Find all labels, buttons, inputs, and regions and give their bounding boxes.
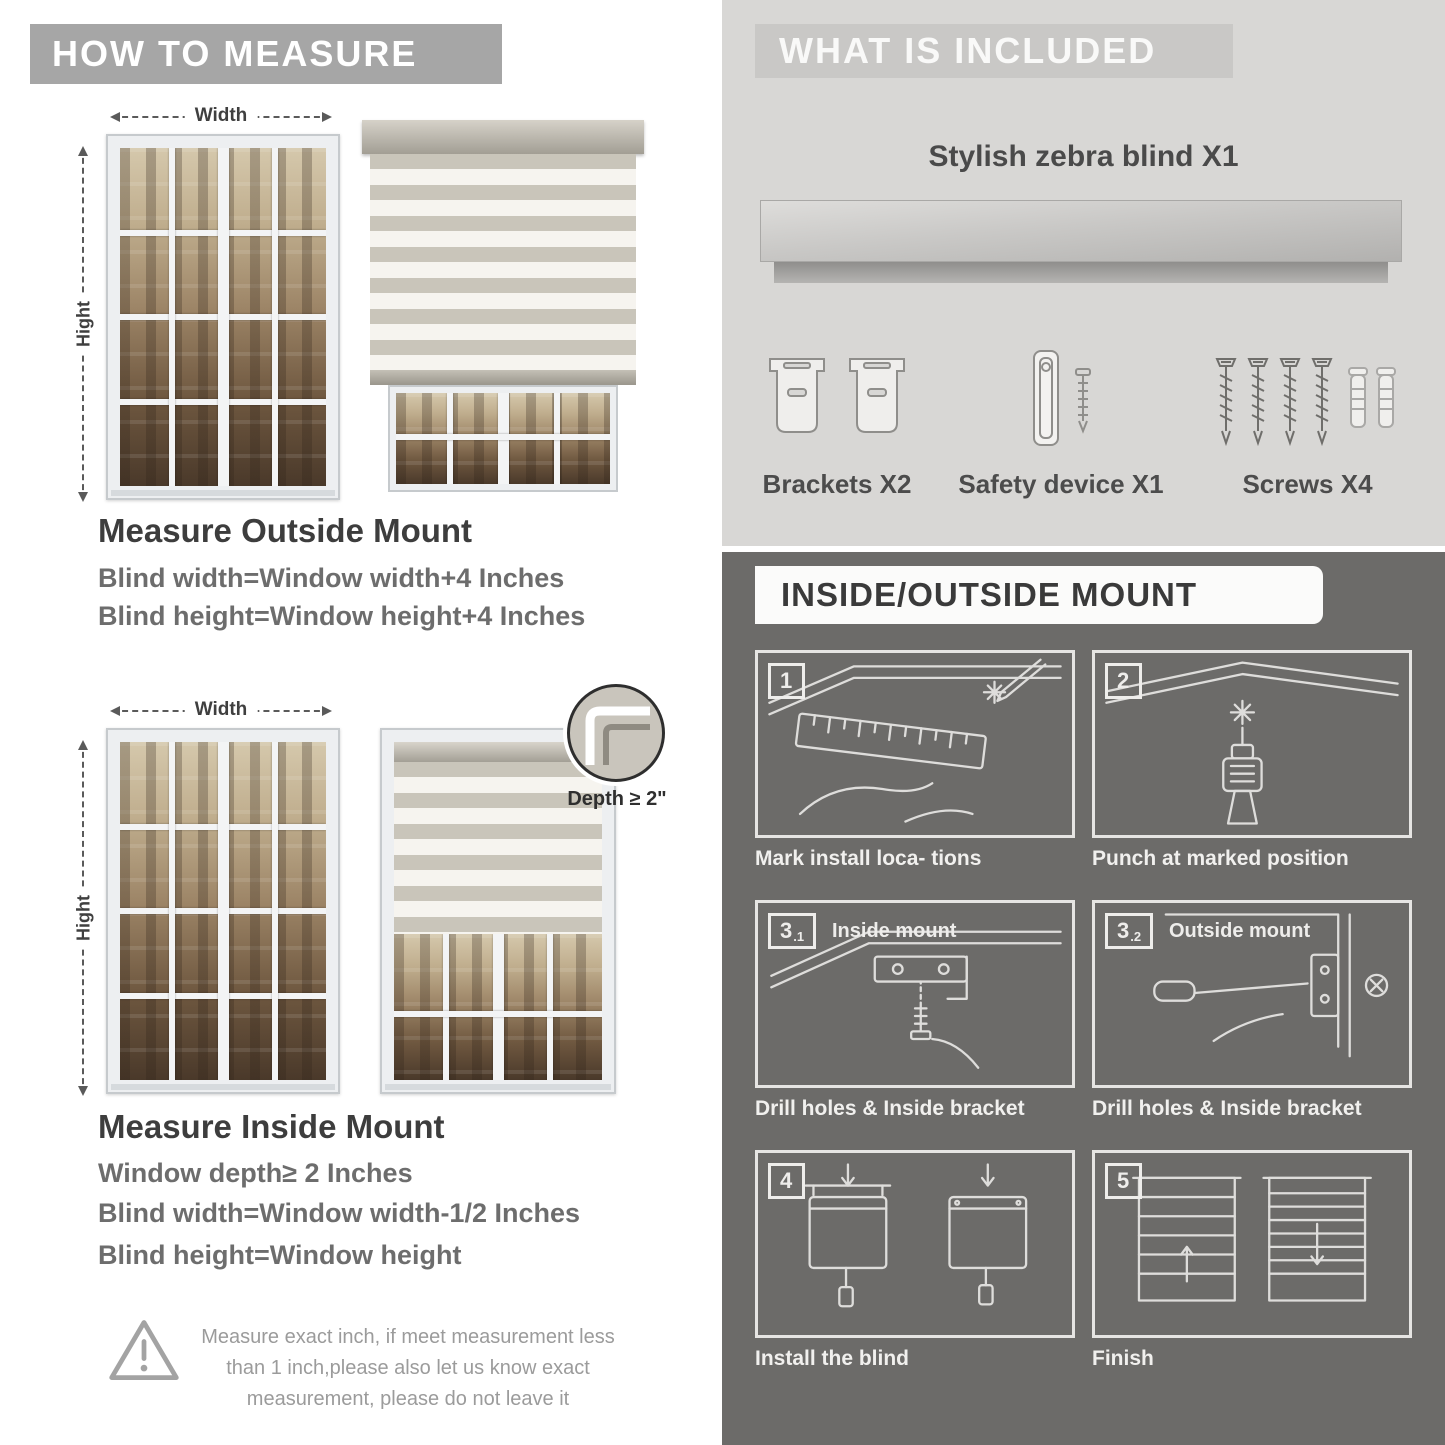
- window-photo: [120, 148, 326, 486]
- inside-formula-width: Blind width=Window width-1/2 Inches: [98, 1198, 581, 1228]
- step-3-2-panel: 3.2 Outside mount: [1092, 900, 1412, 1088]
- inside-formula-depth: Window depth≥ 2 Inches: [98, 1158, 413, 1188]
- zebra-stripes: [394, 762, 602, 934]
- safety-device-item: Safety device X1: [958, 330, 1164, 500]
- step-number: 2: [1105, 663, 1143, 700]
- what-is-included-title: WHAT IS INCLUDED: [779, 30, 1157, 71]
- step-1-panel: 1: [755, 650, 1075, 838]
- what-is-included-banner: WHAT IS INCLUDED: [755, 24, 1233, 78]
- screws-icon: [1215, 358, 1396, 447]
- safety-device-label: Safety device X1: [958, 469, 1164, 499]
- step-4: 4 Install the blind: [755, 1150, 1075, 1378]
- step-number: 3.2: [1105, 913, 1154, 950]
- step-number: 4: [768, 1163, 806, 1200]
- step-1: 1 Mark install loca- tions: [755, 650, 1075, 878]
- what-is-included-section: WHAT IS INCLUDED Stylish zebra blind X1 …: [722, 0, 1445, 546]
- mount-steps-grid: 1 Mark install loca- tions: [755, 650, 1412, 1378]
- outside-formula-height: Blind height=Window height+4 Inches: [98, 601, 586, 631]
- outside-formula-width: Blind width=Window width+4 Inches: [98, 563, 565, 593]
- how-to-measure-banner: HOW TO MEASURE: [30, 24, 502, 84]
- window-under-blind: [394, 934, 602, 1080]
- depth-label: Depth ≥ 2": [567, 788, 667, 810]
- blind-headrail: [362, 120, 644, 154]
- window-illustration: [106, 134, 340, 500]
- width-arrow: Width: [110, 105, 332, 127]
- width-label: Width: [184, 699, 258, 721]
- width-label: Width: [184, 105, 258, 127]
- headrail-illustration: [760, 200, 1402, 262]
- height-arrow: Hight: [73, 146, 95, 502]
- step-5: 5 Finish: [1092, 1150, 1412, 1378]
- step-number: 3.1: [768, 913, 817, 950]
- finished-blinds-illustration: [1132, 1176, 1372, 1302]
- step-1-caption: Mark install loca- tions: [755, 847, 982, 870]
- step-5-caption: Finish: [1092, 1347, 1154, 1370]
- inside-formula-height: Blind height=Window height: [98, 1240, 462, 1270]
- mark-locations-illustration: [768, 658, 1062, 823]
- step-number: 1: [768, 663, 806, 700]
- height-label: Hight: [73, 887, 95, 949]
- depth-corner-zoom-icon: [585, 706, 650, 765]
- warning-icon: [109, 1320, 179, 1380]
- included-items: Brackets X2 Safety device X1: [762, 330, 1405, 500]
- blind-headrail: [394, 742, 602, 762]
- step-3-2: 3.2 Outside mount Drill holes & Inside b…: [1092, 900, 1412, 1128]
- inside-blind-illustration: [380, 728, 616, 1094]
- step-4-panel: 4: [755, 1150, 1075, 1338]
- outside-blind-illustration: [362, 120, 644, 492]
- mount-banner: INSIDE/OUTSIDE MOUNT: [755, 566, 1323, 624]
- height-label: Hight: [73, 293, 95, 355]
- zebra-stripes: [370, 154, 636, 370]
- install-blind-illustration: [804, 1163, 1028, 1308]
- height-arrow: Hight: [73, 740, 95, 1096]
- step-2: 2 Punch at marked position: [1092, 650, 1412, 878]
- step-3-1-panel: 3.1 Inside mount: [755, 900, 1075, 1088]
- screws-label: Screws X4: [1242, 469, 1373, 499]
- step-number: 5: [1105, 1163, 1143, 1200]
- step-3-1-caption: Drill holes & Inside bracket: [755, 1097, 1025, 1120]
- mount-instructions-section: INSIDE/OUTSIDE MOUNT: [722, 552, 1445, 1445]
- step-3-1: 3.1 Inside mount Drill holes & Inside br…: [755, 900, 1075, 1128]
- inside-bracket-illustration: [770, 930, 1062, 1069]
- inside-mount-figure: Width Hight: [72, 684, 682, 1109]
- measure-outside-title: Measure Outside Mount: [98, 512, 473, 549]
- width-arrow: Width: [110, 699, 332, 721]
- depth-magnifier: [567, 684, 665, 782]
- headrail-lip: [774, 262, 1388, 283]
- window-illustration: [106, 728, 340, 1094]
- step-2-caption: Punch at marked position: [1092, 847, 1349, 870]
- step-3-1-title: Inside mount: [832, 920, 957, 942]
- product-title: Stylish zebra blind X1: [928, 140, 1239, 173]
- safety-device-icon: [1032, 350, 1091, 446]
- brackets-icon: [769, 358, 905, 433]
- brackets-item: Brackets X2: [762, 330, 912, 500]
- step-3-2-caption: Drill holes & Inside bracket: [1092, 1097, 1362, 1120]
- step-2-panel: 2: [1092, 650, 1412, 838]
- window-under-blind: [388, 385, 618, 492]
- blind-bottom-rail: [370, 370, 636, 385]
- measurement-note: Measure exact inch, if meet measurement …: [201, 1326, 615, 1410]
- window-photo: [120, 742, 326, 1080]
- outside-bracket-illustration: [1153, 913, 1389, 1058]
- measure-inside-title: Measure Inside Mount: [98, 1108, 445, 1145]
- step-3-2-title: Outside mount: [1169, 920, 1311, 942]
- step-5-panel: 5: [1092, 1150, 1412, 1338]
- brackets-label: Brackets X2: [762, 469, 912, 499]
- mount-title: INSIDE/OUTSIDE MOUNT: [781, 576, 1198, 613]
- screws-item: Screws X4: [1210, 330, 1405, 500]
- outside-mount-figure: Width Hight: [72, 100, 652, 502]
- how-to-measure-title: HOW TO MEASURE: [52, 33, 418, 74]
- step-4-caption: Install the blind: [755, 1347, 910, 1370]
- drill-illustration: [1105, 661, 1399, 825]
